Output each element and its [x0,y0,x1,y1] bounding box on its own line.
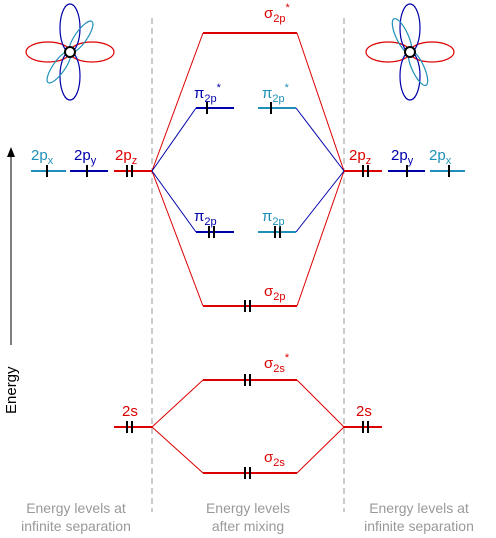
sigma2s-level: σ2s [203,449,297,479]
svg-text:Energy levels at: Energy levels at [26,500,126,516]
svg-text:Energy levels: Energy levels [206,500,290,516]
right-2s-label: 2s [356,403,372,420]
pi2p-b-label: π2p [262,208,285,228]
arrow-up-icon [7,147,15,157]
right-2pz-level: 2pz [344,147,382,177]
sigma2s-star-level: σ2s* [203,352,297,386]
sigma2p-star-level: σ2p* [203,2,297,34]
correlation-lines [151,32,345,474]
pi2p-b-level: π2p [258,208,296,238]
energy-axis-label: Energy [3,366,20,414]
left-2py-level: 2py [70,147,108,177]
right-p-orbital-illustration [365,3,455,101]
left-2s-label: 2s [122,403,138,420]
sigma2s-label: σ2s [264,449,285,469]
left-2px-label: 2px [31,147,54,167]
left-2px-level: 2px [31,147,66,177]
sigma2p-level: σ2p [203,283,297,312]
pi2p-star-b-level: π2p* [258,82,296,114]
svg-text:after mixing: after mixing [212,518,284,534]
caption-left: Energy levels at infinite separation [21,500,131,534]
pi2p-a-level: π2p [194,208,234,238]
pi2p-star-a-label: π2p* [194,82,222,105]
caption-right: Energy levels at infinite separation [364,500,474,534]
pi2p-star-a-level: π2p* [194,82,234,114]
left-2py-label: 2py [74,147,97,167]
sigma2p-label: σ2p [264,283,286,303]
energy-axis: Energy [3,147,20,414]
right-2px-label: 2px [429,147,452,167]
svg-text:Energy levels at: Energy levels at [369,500,469,516]
pi2p-star-b-label: π2p* [262,82,290,105]
right-2pz-label: 2pz [349,147,371,167]
left-2pz-level: 2pz [114,147,152,177]
sigma2s-star-label: σ2s* [264,352,290,375]
nucleus-icon [64,46,76,58]
nucleus-icon [404,46,416,58]
right-2py-level: 2py [388,147,425,177]
svg-text:infinite separation: infinite separation [21,518,131,534]
pi2p-a-label: π2p [194,208,217,228]
left-2s-level: 2s [114,403,152,433]
left-2pz-label: 2pz [115,147,137,167]
svg-text:infinite separation: infinite separation [364,518,474,534]
left-p-orbital-illustration [25,3,115,101]
caption-middle: Energy levels after mixing [206,500,290,534]
right-2py-label: 2py [391,147,414,167]
right-2px-level: 2px [429,147,465,177]
right-2s-level: 2s [344,403,382,433]
sigma2p-star-label: σ2p* [264,2,291,25]
